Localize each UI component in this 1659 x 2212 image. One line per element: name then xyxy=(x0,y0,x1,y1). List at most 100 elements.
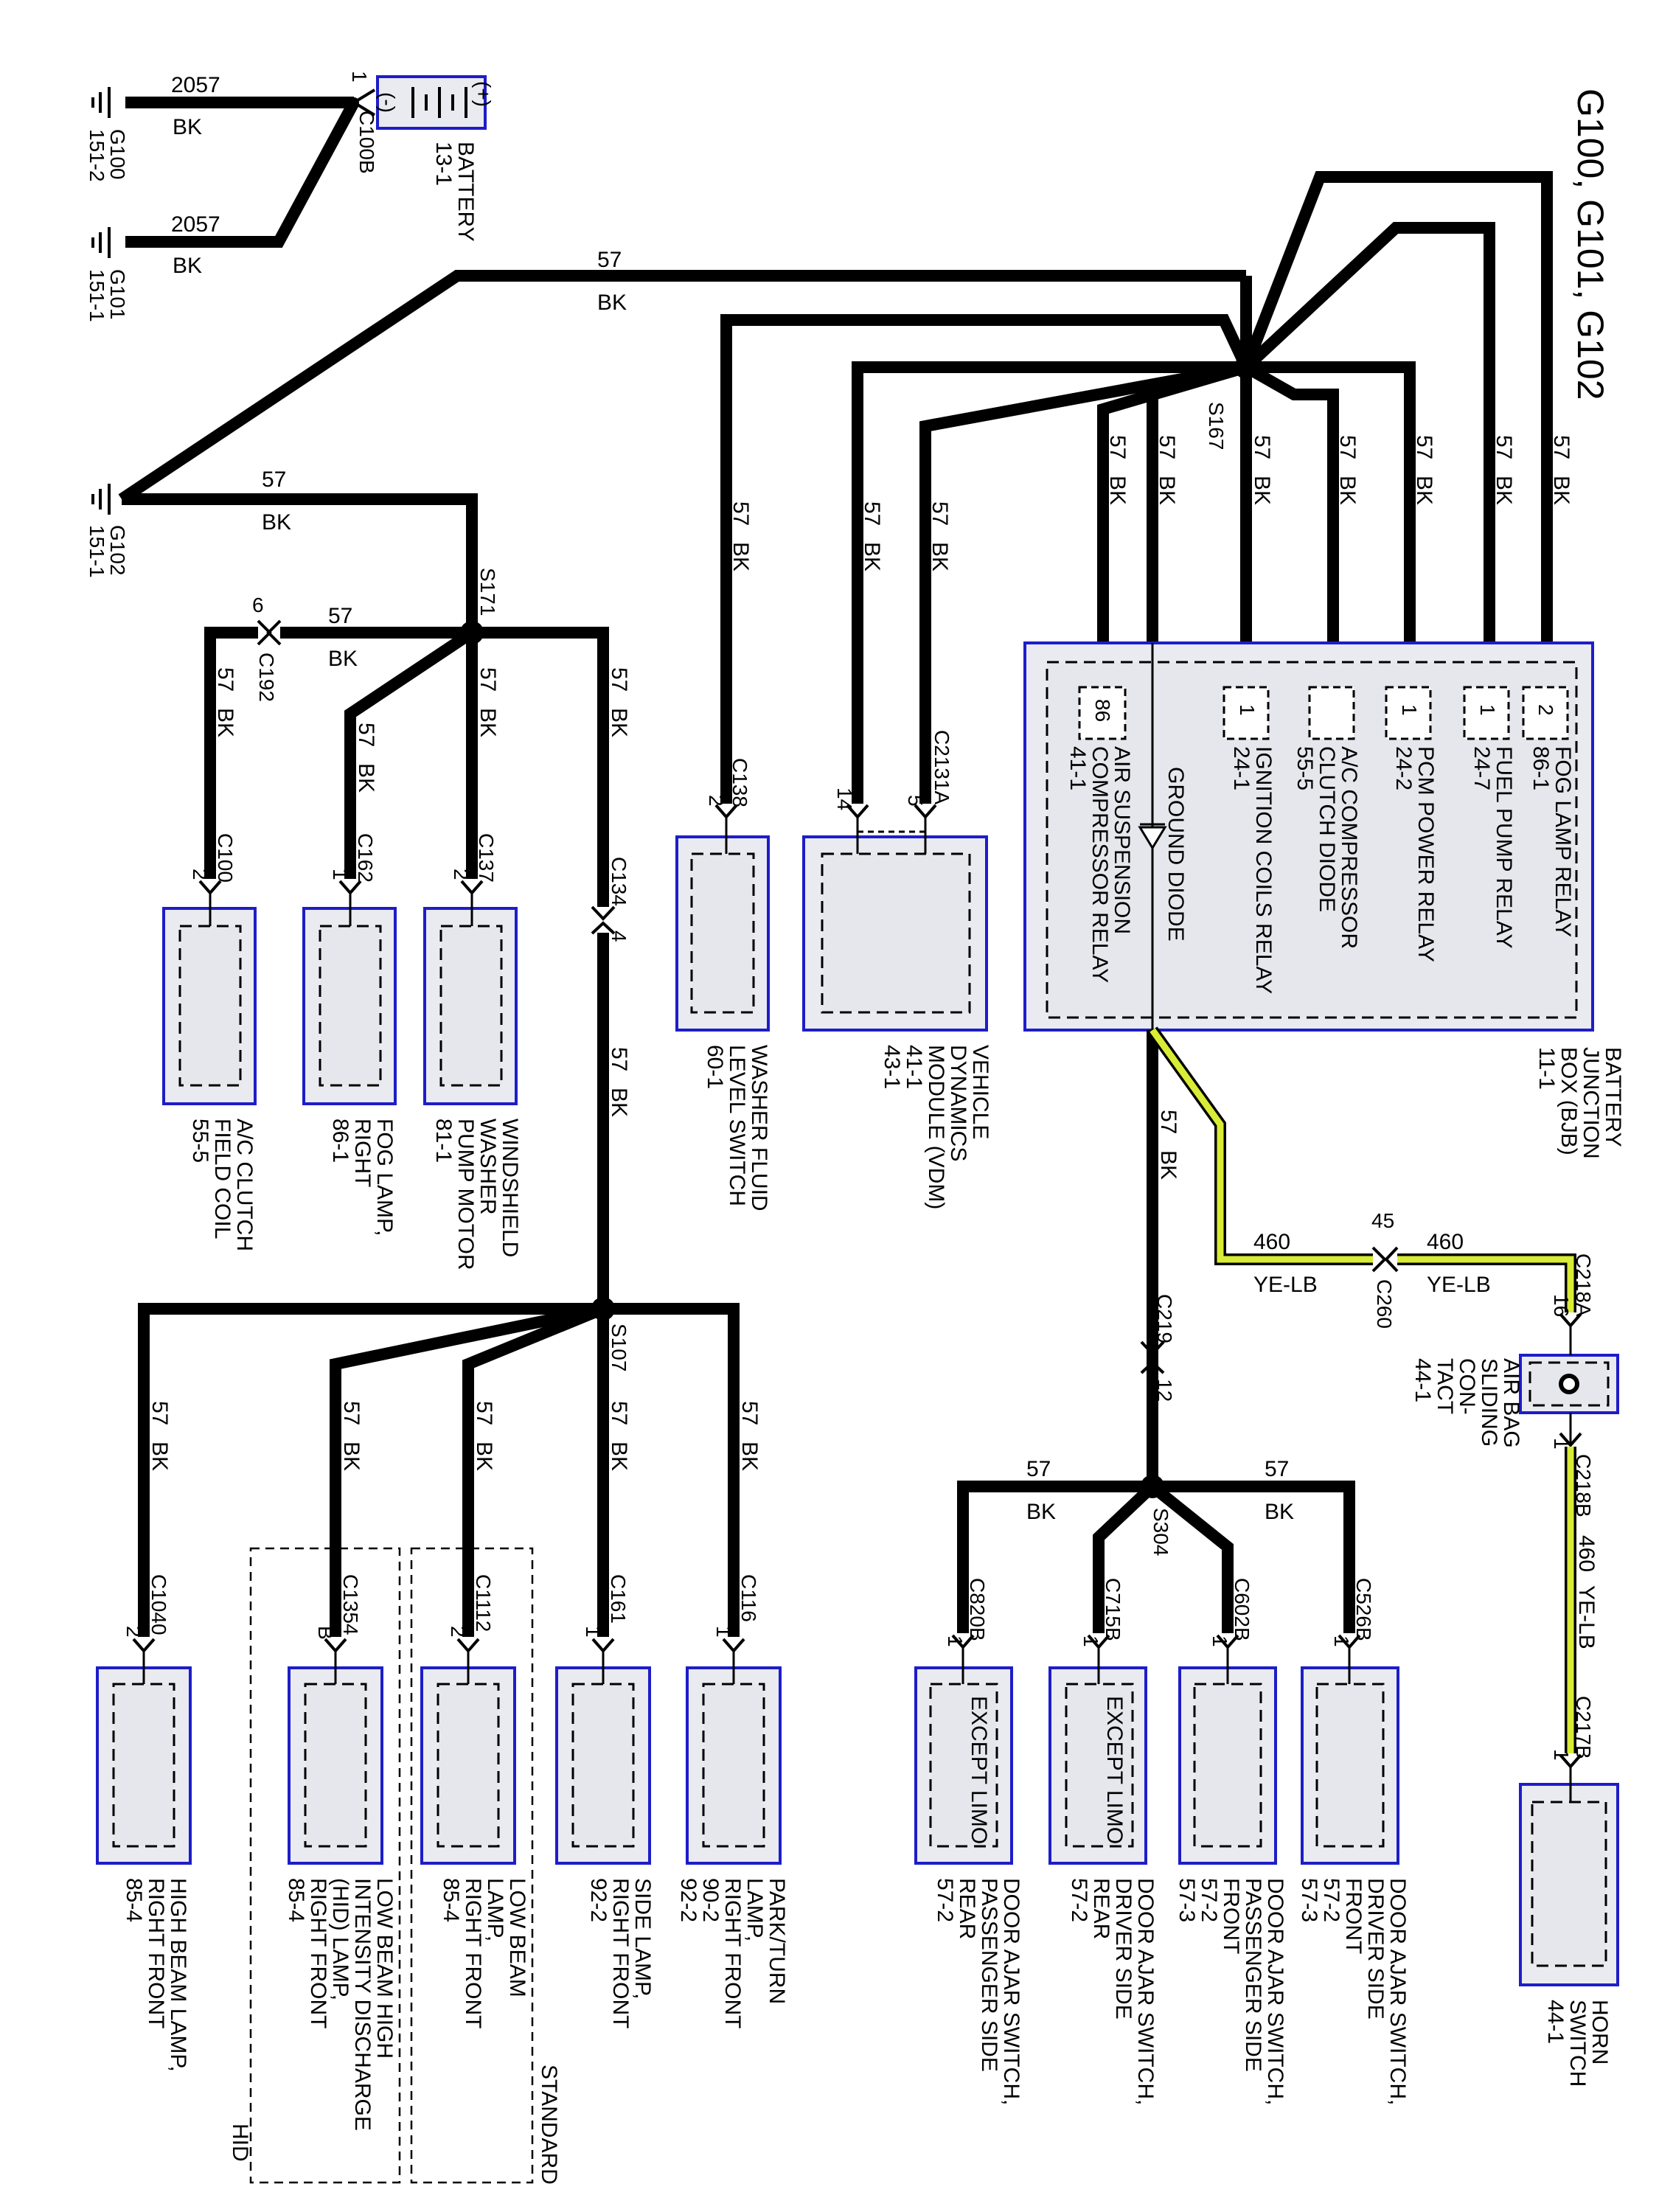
svg-text:C138: C138 xyxy=(728,758,751,807)
c134-label: C134 xyxy=(608,857,630,906)
svg-text:A/C CLUTCH: A/C CLUTCH xyxy=(232,1119,257,1251)
svg-text:85-4: 85-4 xyxy=(439,1878,463,1922)
battery-minus: (-) xyxy=(376,92,399,113)
side-lamp-right: C161 1 SIDE LAMP, RIGHT FRONT 92-2 xyxy=(555,1574,655,2028)
c217b-label: C217B xyxy=(1572,1696,1595,1759)
wire-label-57-top: 57 xyxy=(597,248,622,272)
svg-text:BK: BK xyxy=(354,763,378,793)
fog-lamp-right: C162 1 FOG LAMP, RIGHT 86-1 xyxy=(302,833,397,1237)
battery-ref: 13-1 xyxy=(431,142,456,186)
svg-text:41-1: 41-1 xyxy=(902,1045,926,1089)
wire-57-vdm-5 xyxy=(919,361,1248,804)
svg-text:57: 57 xyxy=(1250,435,1274,459)
svg-text:LOW BEAM: LOW BEAM xyxy=(505,1878,529,1997)
svg-text:VEHICLE: VEHICLE xyxy=(968,1045,992,1139)
svg-text:57: 57 xyxy=(339,1401,364,1425)
hid-group-label: HID xyxy=(228,2124,252,2162)
svg-text:57: 57 xyxy=(1549,435,1573,459)
svg-text:BK: BK xyxy=(476,708,500,737)
svg-text:BK: BK xyxy=(147,1441,172,1471)
wire-57-washer-level xyxy=(720,314,1252,804)
g102-ref: 151-1 xyxy=(86,525,108,578)
svg-text:EXCEPT LIMO: EXCEPT LIMO xyxy=(1102,1696,1127,1844)
wire-label-2057-b: 2057 xyxy=(171,212,220,237)
svg-text:(HID) LAMP,: (HID) LAMP, xyxy=(328,1878,352,2000)
svg-text:WINDSHIELD: WINDSHIELD xyxy=(498,1119,522,1257)
svg-text:C602B: C602B xyxy=(1231,1578,1253,1641)
bjb-ignition-coils-relay: 1 IGNITION COILS RELAY 24-1 xyxy=(1222,686,1276,994)
svg-text:C161: C161 xyxy=(607,1574,630,1624)
svg-text:1: 1 xyxy=(1236,704,1259,716)
svg-text:SWITCH: SWITCH xyxy=(1565,2000,1590,2087)
svg-text:57: 57 xyxy=(607,1401,631,1425)
svg-text:57: 57 xyxy=(213,667,237,692)
c217b-pin: 1 xyxy=(1550,1749,1573,1761)
svg-text:BK: BK xyxy=(860,542,884,571)
svg-text:BK: BK xyxy=(1335,476,1360,505)
svg-text:57: 57 xyxy=(928,501,952,526)
wire-label-bk-b: BK xyxy=(173,254,202,278)
c192-connector xyxy=(257,619,282,646)
svg-text:57: 57 xyxy=(728,501,753,526)
wire-label-57-c192: 57 xyxy=(328,604,352,628)
svg-text:92-2: 92-2 xyxy=(676,1878,700,1922)
battery-connector-label: C100B xyxy=(355,111,378,174)
c134-pin: 4 xyxy=(608,931,630,942)
c192-pin: 6 xyxy=(252,594,264,616)
battery-connector xyxy=(352,88,376,116)
wire-57-door-pass-rear xyxy=(957,1481,1152,1633)
svg-text:43-1: 43-1 xyxy=(880,1045,904,1089)
svg-text:BK: BK xyxy=(1155,476,1179,505)
wire-label-bk-a: BK xyxy=(173,115,202,139)
standard-group xyxy=(410,1547,534,2184)
wire-57-door-drv-front xyxy=(1152,1481,1355,1633)
svg-text:1: 1 xyxy=(1079,1635,1102,1647)
svg-text:57-3: 57-3 xyxy=(1297,1878,1321,1922)
svg-text:LOW BEAM HIGH: LOW BEAM HIGH xyxy=(372,1878,397,2059)
svg-text:A/C COMPRESSOR: A/C COMPRESSOR xyxy=(1337,746,1361,949)
svg-text:57: 57 xyxy=(1335,435,1360,459)
svg-text:1: 1 xyxy=(1398,704,1421,716)
svg-text:60-1: 60-1 xyxy=(703,1045,727,1089)
svg-text:RIGHT FRONT: RIGHT FRONT xyxy=(144,1878,168,2028)
diagram-title: G100, G101, G102 xyxy=(1570,88,1611,400)
svg-text:BK: BK xyxy=(728,542,753,571)
svg-text:LEVEL SWITCH: LEVEL SWITCH xyxy=(725,1045,749,1206)
svg-text:BK: BK xyxy=(607,1441,631,1471)
svg-text:41-1: 41-1 xyxy=(1065,746,1090,790)
splice-s171-label: S171 xyxy=(476,568,499,616)
ground-g101-symbol xyxy=(91,227,111,258)
battery-name: BATTERY xyxy=(453,142,478,242)
wire-label-yelb-b: YE-LB xyxy=(1427,1273,1491,1297)
bjb-fog-lamp-relay: 2 FOG LAMP RELAY 86-1 xyxy=(1522,686,1575,937)
bjb-name-3: BOX (BJB) xyxy=(1557,1047,1581,1155)
svg-text:BK: BK xyxy=(737,1441,762,1471)
wire-57-low-beam-std xyxy=(462,1303,606,1637)
wire-label-57-s304-l: 57 xyxy=(1026,1457,1051,1481)
bjb-wire-labels: 57 BK 57 BK 57 BK 57 BK 57 BK 57 BK 57 B… xyxy=(728,435,1573,571)
svg-text:RIGHT FRONT: RIGHT FRONT xyxy=(608,1878,633,2028)
hid-group xyxy=(249,1547,401,2184)
low-beam-hid-lamp-right: C1354 B LOW BEAM HIGH INTENSITY DISCHARG… xyxy=(284,1574,397,2131)
svg-text:C1040: C1040 xyxy=(147,1574,170,1635)
svg-text:RIGHT FRONT: RIGHT FRONT xyxy=(461,1878,485,2028)
svg-text:86-1: 86-1 xyxy=(328,1119,352,1163)
bjb-name-1: BATTERY xyxy=(1601,1047,1625,1147)
svg-text:1: 1 xyxy=(712,1626,735,1638)
wire-57-g102-to-s171 xyxy=(122,493,478,633)
bjb-fuel-pump-relay: 1 FUEL PUMP RELAY 24-7 xyxy=(1463,686,1516,949)
ac-clutch-field-coil: C100 2 A/C CLUTCH FIELD COIL 55-5 xyxy=(162,833,257,1251)
c134-connector xyxy=(591,905,616,935)
wire-label-bk-g102: BK xyxy=(262,510,291,535)
wire-57-fog-lamp-right xyxy=(344,627,476,879)
bjb-ac-clutch-diode: A/C COMPRESSOR CLUTCH DIODE 55-5 xyxy=(1293,686,1361,949)
svg-text:PASSENGER SIDE: PASSENGER SIDE xyxy=(977,1878,1001,2072)
svg-text:85-4: 85-4 xyxy=(122,1878,146,1922)
svg-text:FOG LAMP,: FOG LAMP, xyxy=(372,1119,397,1237)
svg-text:FRONT: FRONT xyxy=(1341,1878,1366,1954)
svg-text:FOG LAMP RELAY: FOG LAMP RELAY xyxy=(1551,746,1575,937)
svg-text:C526B: C526B xyxy=(1352,1578,1375,1641)
bjb-air-suspension-relay: 86 AIR SUSPENSION COMPRESSOR RELAY 41-1 xyxy=(1065,686,1134,983)
svg-text:FIELD COIL: FIELD COIL xyxy=(210,1119,234,1239)
wire-label-yelb-a: YE-LB xyxy=(1253,1273,1318,1297)
